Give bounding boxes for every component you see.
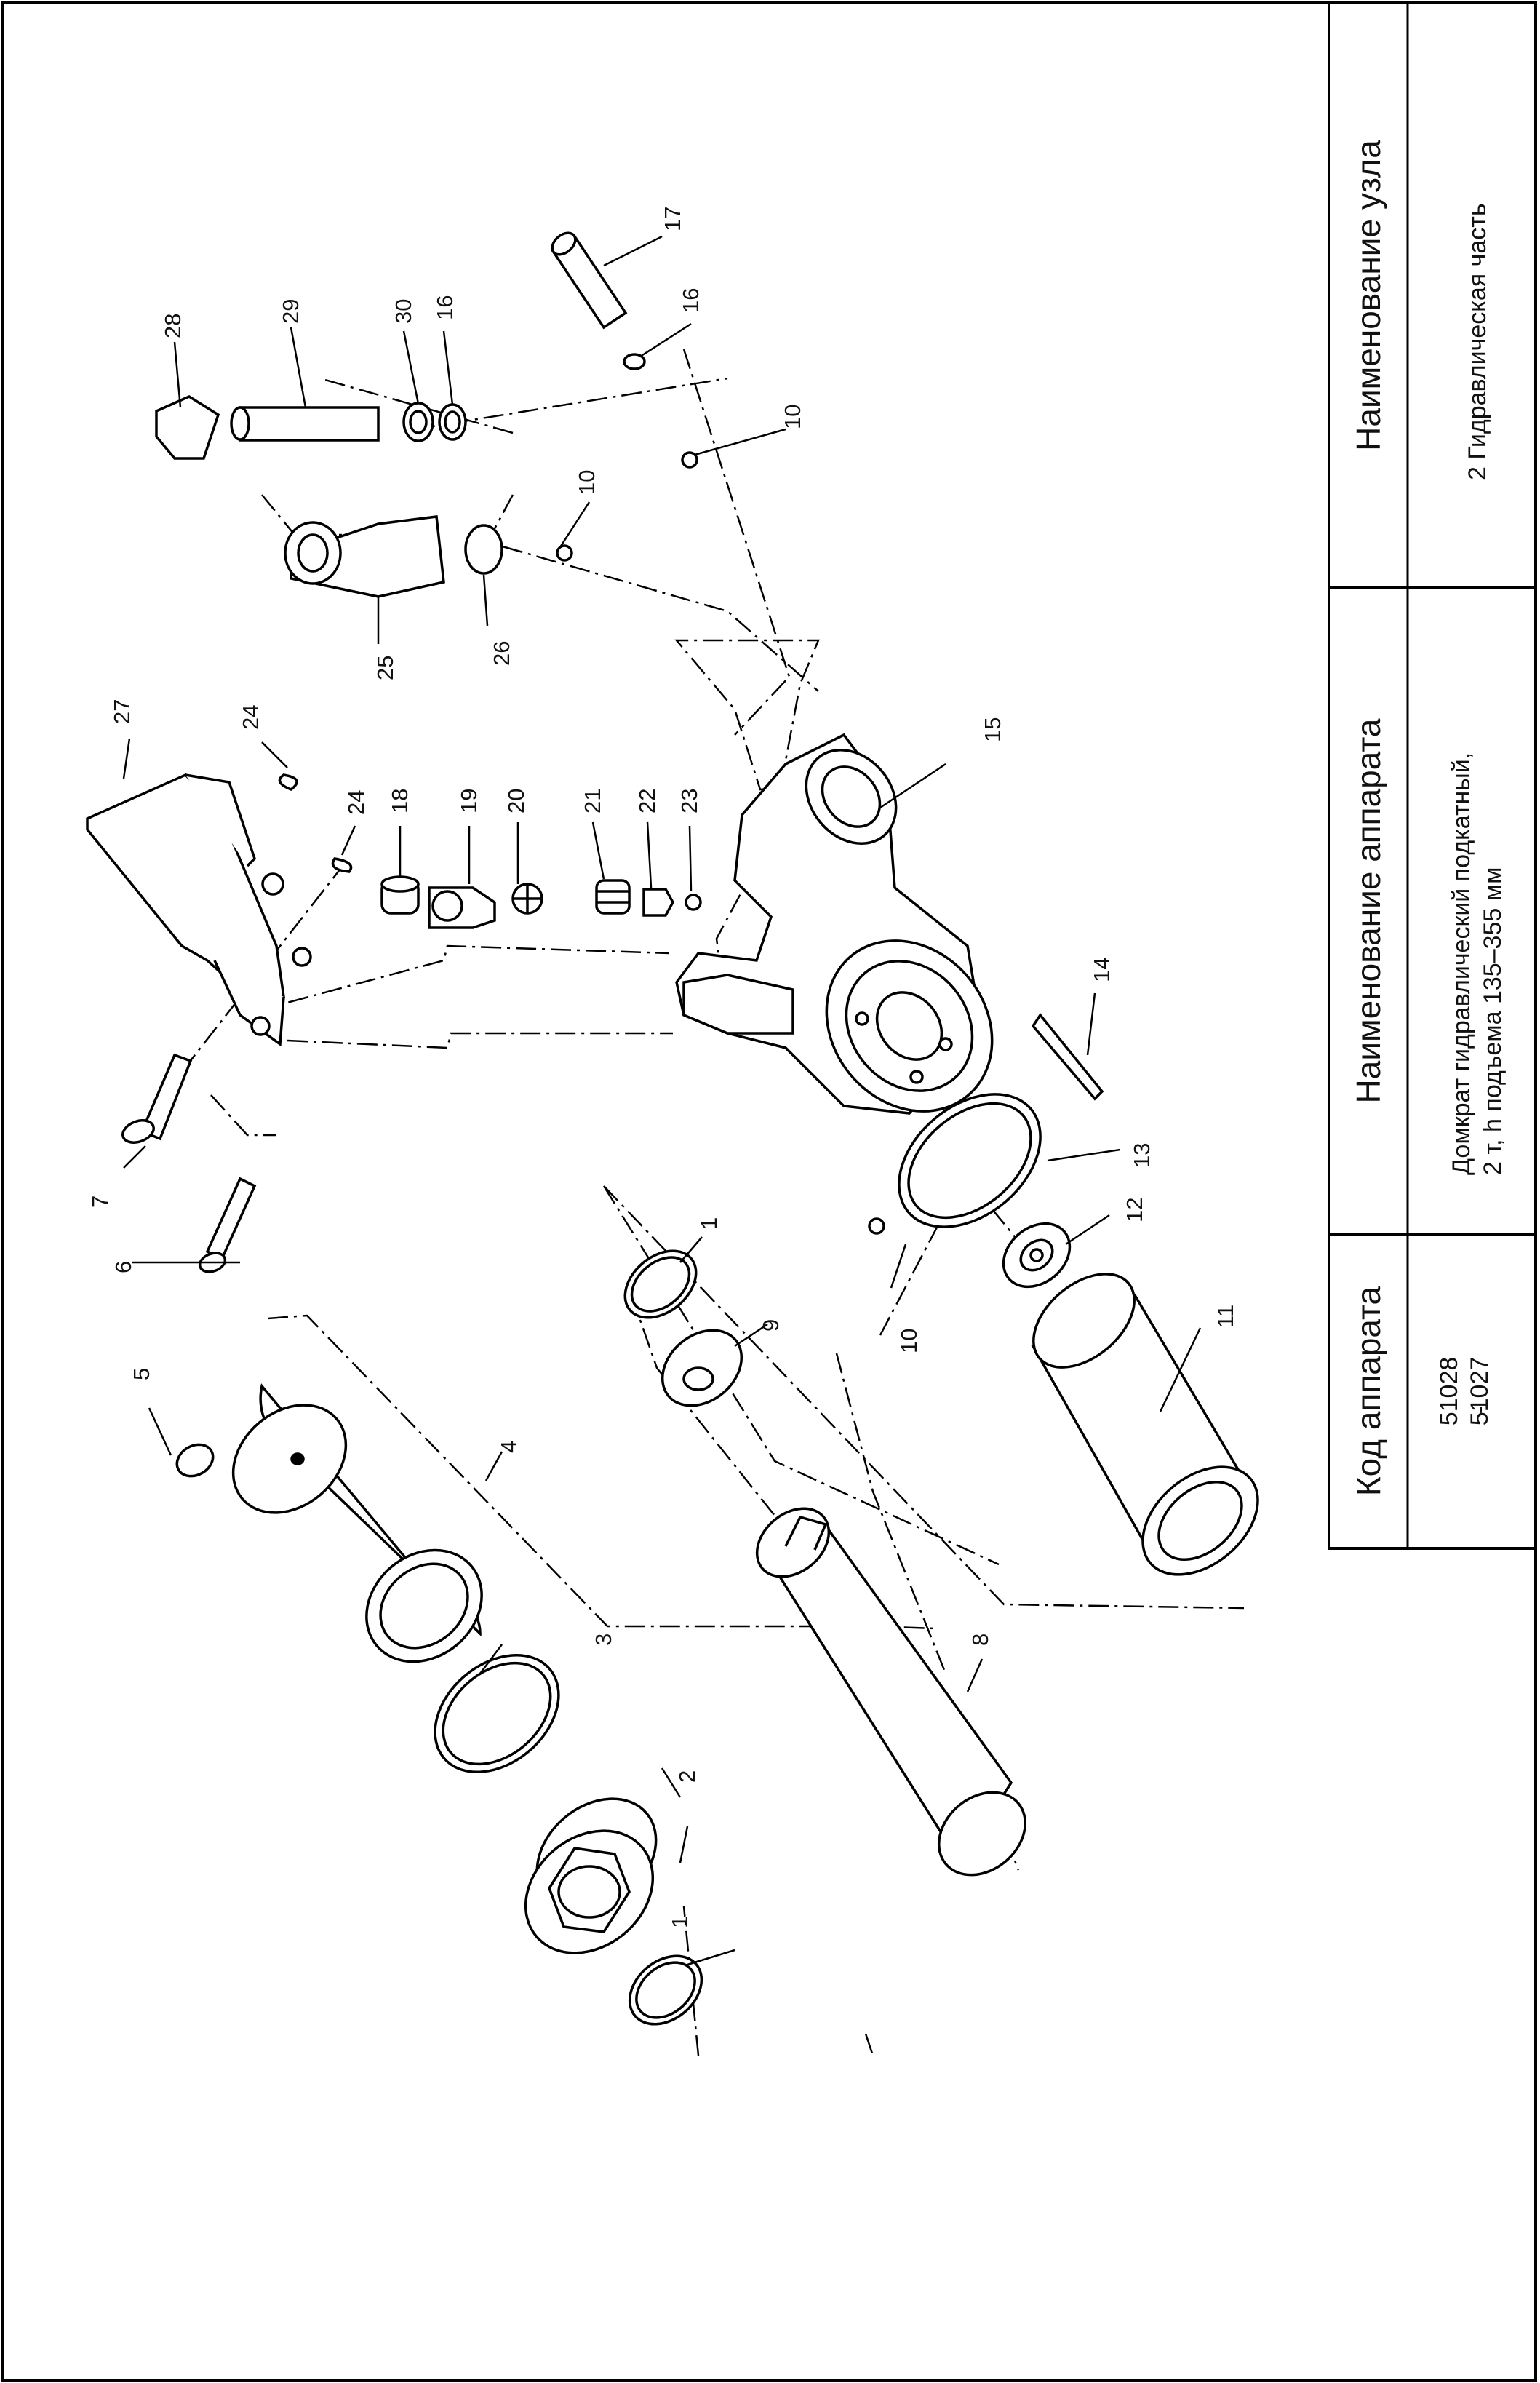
label-7: 7 [87,1196,113,1208]
code-dash: - [1466,1406,1493,1414]
label-29: 29 [278,299,303,324]
label-17: 17 [660,207,685,231]
label-9: 9 [758,1319,783,1332]
label-24-b: 24 [343,790,369,815]
title-table: Код аппарата Наименование аппарата Наиме… [1328,1,1537,1550]
label-25: 25 [372,656,398,680]
part-7-bolt [121,1053,193,1144]
unit-name: 2 Гидравлическая часть [1464,203,1491,480]
label-16-b: 16 [678,288,703,313]
label-16-a: 16 [432,295,458,320]
leader-lines [122,235,1202,1966]
code-51027: 51027 [1466,1357,1493,1426]
label-4: 4 [496,1441,522,1453]
label-18: 18 [387,789,412,813]
part-14-pin [1031,1013,1104,1101]
label-2: 2 [674,1770,700,1783]
part-16-ring-b [623,353,646,370]
label-10-b: 10 [780,405,805,429]
part-10-ball-c [868,1217,885,1235]
label-28: 28 [160,314,185,338]
part-10-ball-b [556,544,573,562]
part-11-plunger [1031,1273,1259,1576]
label-10-c: 10 [896,1329,922,1353]
part-15-pump-body [675,733,994,1115]
parts-art [86,231,1259,2026]
part-1-o-ring-upper [623,1249,698,1319]
part-26-washer [464,524,503,575]
part-17-screw [551,231,628,330]
part-13-o-ring [898,1093,1042,1228]
label-14: 14 [1089,958,1114,982]
part-22-valve [642,888,675,917]
label-5: 5 [129,1368,154,1380]
label-27: 27 [109,699,135,724]
label-12: 12 [1122,1198,1147,1222]
unit-column-header: Наименование узла [1349,140,1387,451]
device-name-line-2: 2 т, h подъема 135–355 мм [1479,867,1507,1175]
label-26: 26 [489,641,514,666]
part-8-ram [755,1507,1027,1877]
label-22: 22 [634,789,660,813]
part-1-o-ring-lower [628,1954,703,2026]
label-23: 23 [677,789,702,813]
label-20: 20 [503,789,529,813]
part-2-gland-nut [524,1797,658,1954]
part-30-ring [402,402,434,442]
label-24-a: 24 [238,705,263,730]
part-24-pin-a [278,773,298,791]
part-4-reservoir [231,1383,483,1663]
table-border [1328,1,1537,1550]
part-25-release-valve [284,515,445,598]
label-1-upper: 1 [696,1217,722,1230]
part-9-piston-ring [661,1329,743,1407]
label-19: 19 [456,789,482,813]
label-30: 30 [391,299,416,324]
part-5-cap [175,1443,215,1478]
part-18-plug [380,875,420,915]
code-column-header: Код аппарата [1349,1286,1387,1496]
label-21: 21 [580,789,605,813]
part-labels: 1 2 3 4 5 6 7 8 9 10 10 10 11 12 13 14 1… [87,207,1238,1928]
assembly-lines [188,349,1245,2056]
device-column-header: Наименование аппарата [1349,718,1387,1103]
label-15: 15 [980,717,1005,742]
part-19-valve-screw [428,886,496,929]
device-name-line-1: Домкрат гидравлический подкатный, [1448,752,1475,1175]
part-6-bolt [198,1177,257,1273]
label-13: 13 [1129,1143,1154,1168]
part-20-spring-seat [511,883,543,915]
part-24-pin-b [331,857,353,873]
part-12-seal [1002,1222,1072,1289]
part-29-rod [230,406,380,442]
label-6: 6 [111,1261,136,1273]
part-27-bracket [86,773,312,1047]
label-1-lower: 1 [667,1916,693,1928]
part-10-ball-a [681,451,698,469]
part-28-cap [155,395,220,460]
label-8: 8 [968,1634,993,1646]
part-23-ball [685,894,702,911]
part-16-ring-a [438,403,467,441]
label-11: 11 [1213,1305,1238,1328]
code-51028: 51028 [1435,1357,1463,1426]
part-21-spring [595,879,631,915]
part-3-o-ring [434,1653,560,1774]
label-10-a: 10 [574,470,599,495]
label-3: 3 [591,1634,616,1646]
